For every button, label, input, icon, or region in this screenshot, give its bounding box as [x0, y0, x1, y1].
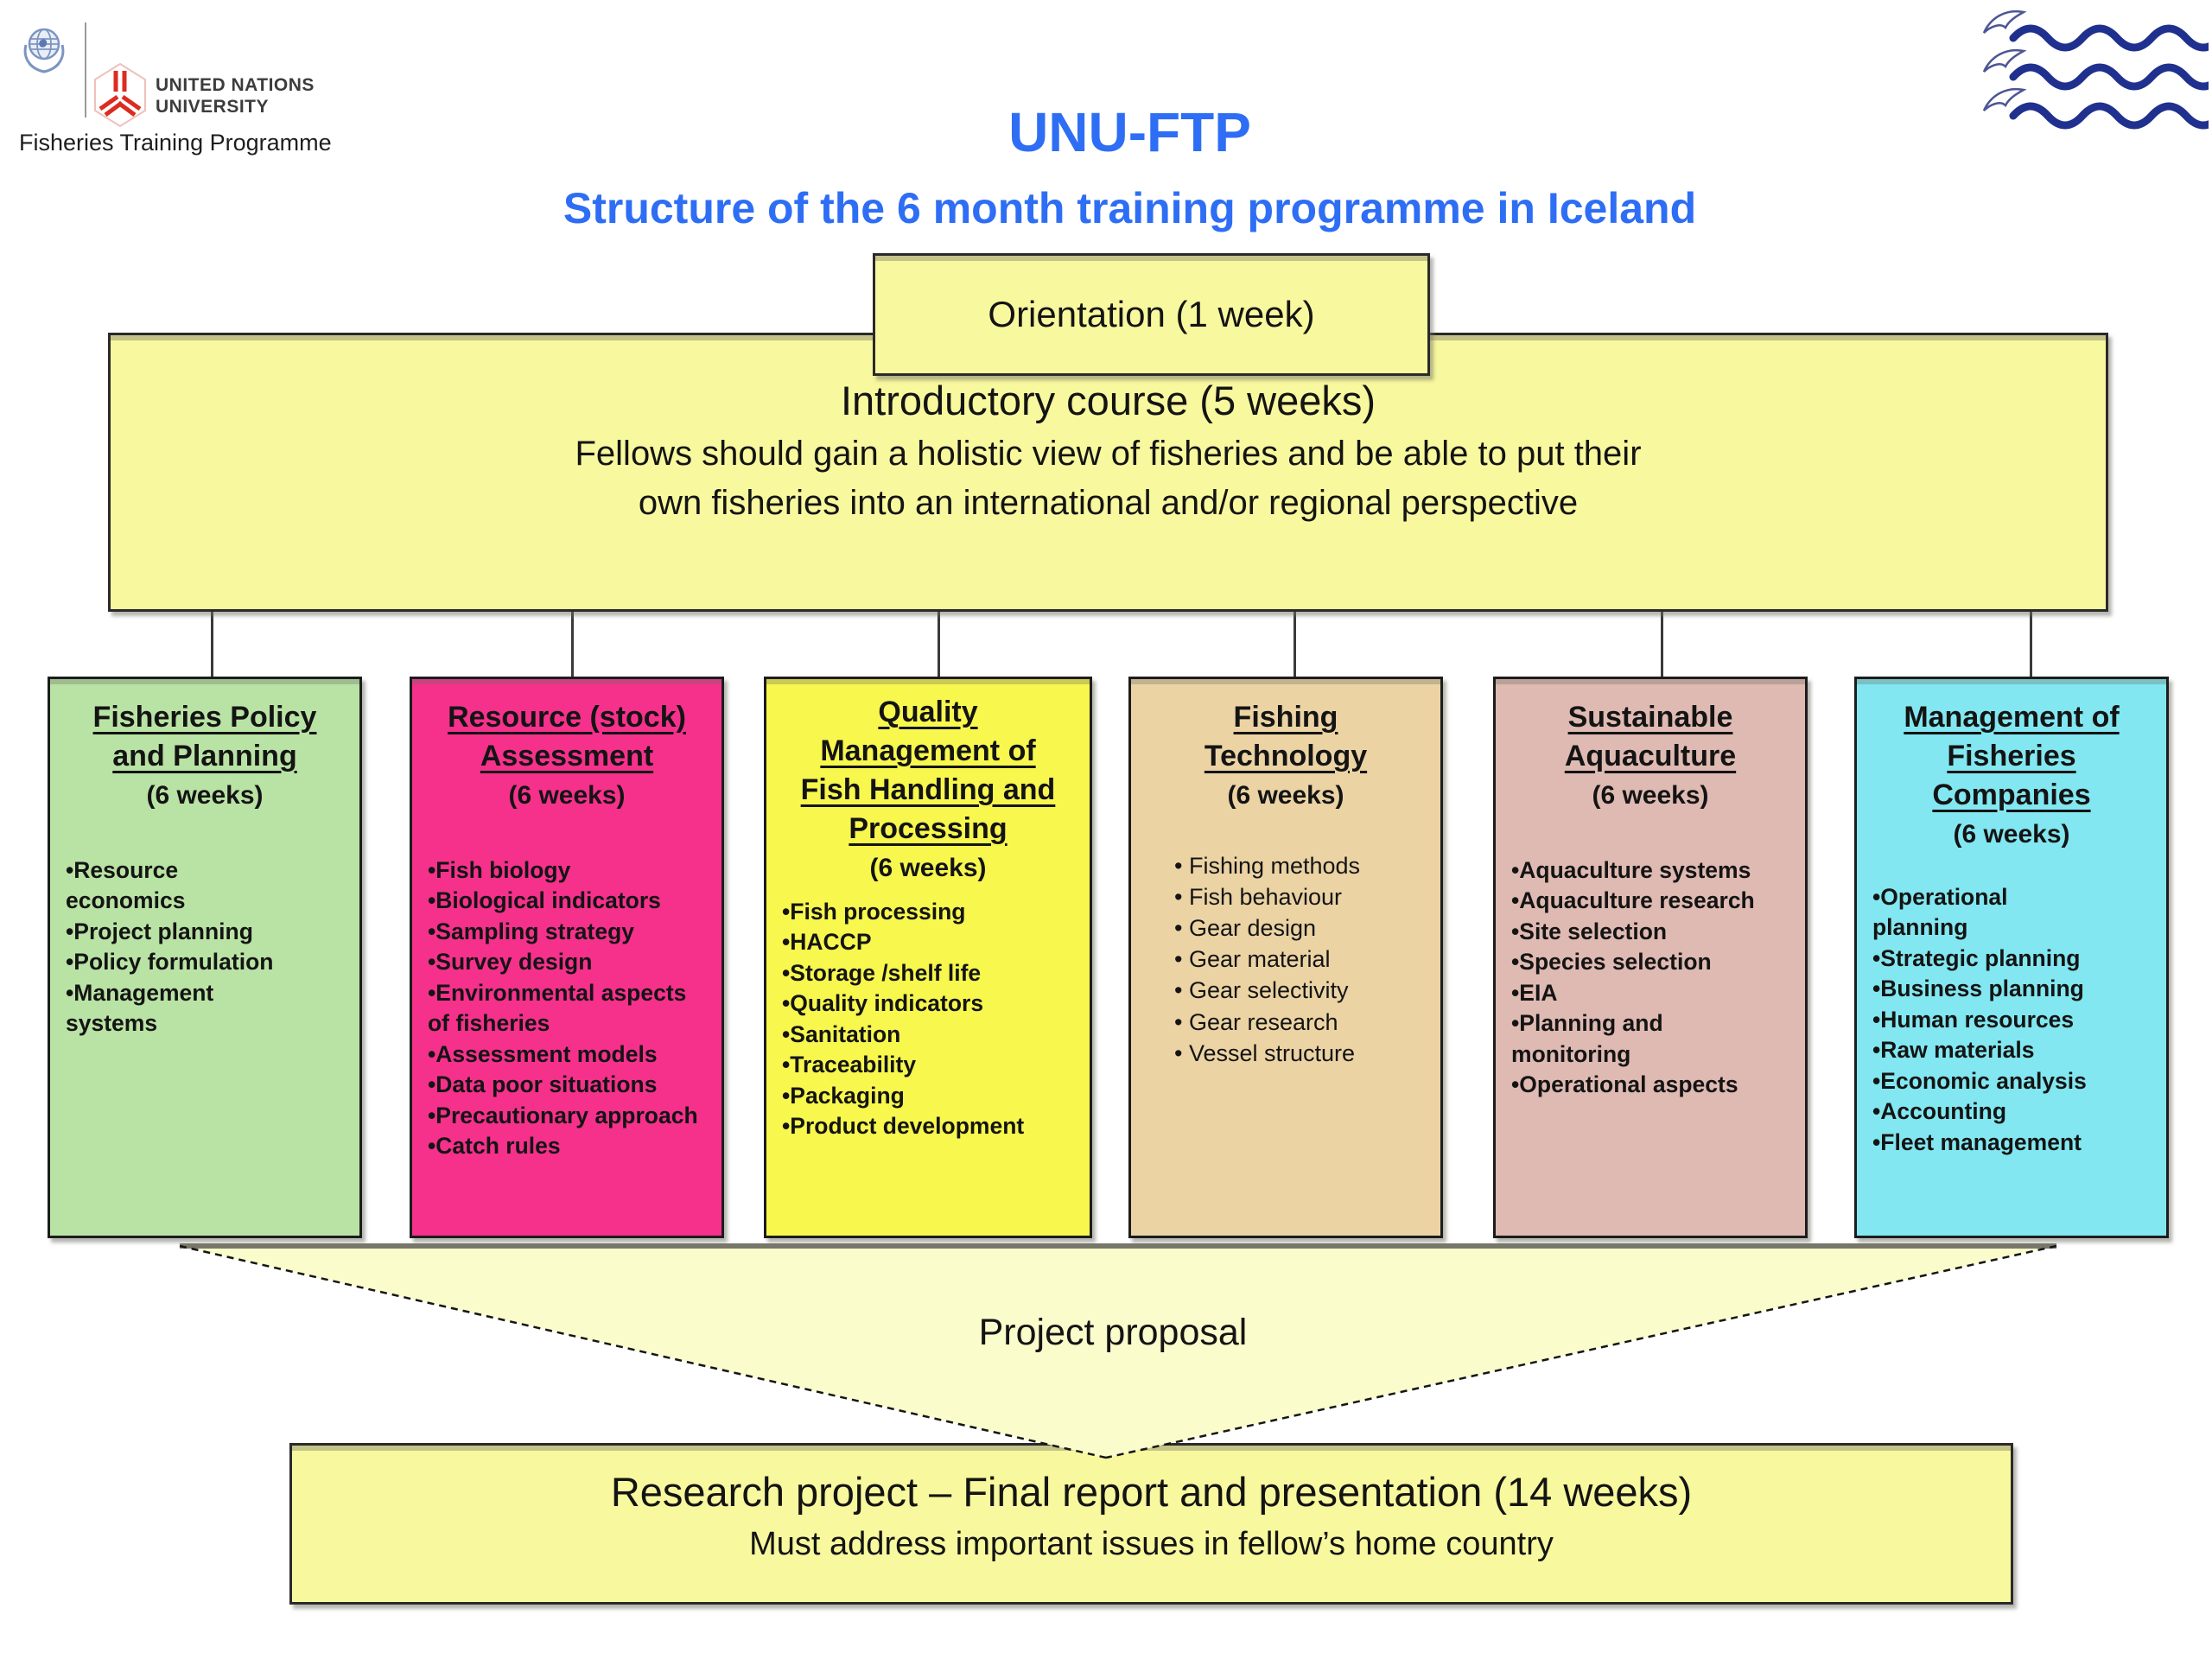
programme-label: Fisheries Training Programme: [19, 130, 332, 156]
course-topic: •Aquaculture research: [1511, 887, 1755, 914]
course-topic: •Planning and monitoring: [1511, 1010, 1663, 1067]
course-topic: •Business planning: [1872, 976, 2084, 1002]
course-topic: •Aquaculture systems: [1511, 856, 1751, 883]
course-topic: •Accounting: [1872, 1098, 2007, 1125]
course-topic: •Policy formulation: [66, 949, 274, 976]
course-topic: • Fishing methods: [1174, 852, 1361, 879]
course-topic: •Data poor situations: [428, 1071, 658, 1098]
course-topic: •Operational planning: [1872, 883, 2008, 941]
course-topics-list: •Fish biology •Biological indicators •Samp…: [421, 855, 713, 1162]
course-duration: (6 weeks): [146, 780, 264, 810]
course-topic: •Raw materials: [1872, 1037, 2035, 1064]
course-topic: •EIA: [1511, 979, 1558, 1006]
connector-line: [938, 610, 940, 679]
course-topic: •Fleet management: [1872, 1128, 2082, 1155]
course-topic: •Sampling strategy: [428, 918, 635, 944]
course-topics-list: •Operational planning •Strategic planning…: [1866, 882, 2158, 1159]
ftp-waves-icon: [1977, 10, 2209, 135]
intro-description-line: own fisheries into an international and/…: [638, 484, 1579, 522]
orientation-box: Orientation (1 week): [873, 253, 1430, 376]
connector-line: [571, 610, 574, 679]
course-title: Resource (stock) Assessment: [448, 701, 686, 772]
connector-line: [2030, 610, 2032, 679]
course-duration: (6 weeks): [1953, 819, 2070, 849]
course-topic: •Environmental aspects of fisheries: [428, 979, 687, 1037]
research-project-box: Research project – Final report and pres…: [289, 1443, 2013, 1605]
course-topics-list: •Fish processing •HACCP •Storage /shelf li…: [775, 897, 1081, 1142]
course-topic: •Management systems: [66, 979, 214, 1037]
course-topic: •Project planning: [66, 918, 253, 944]
course-title: Management of Fisheries Companies: [1904, 701, 2120, 811]
research-title: Research project – Final report and pres…: [610, 1469, 1693, 1515]
orientation-label: Orientation (1 week): [988, 294, 1315, 334]
intro-title: Introductory course (5 weeks): [840, 378, 1376, 423]
course-topic: •Biological indicators: [428, 887, 661, 914]
logo-divider: [85, 22, 86, 118]
course-box-management-of-fisheries-companies: Management of Fisheries Companies (6 week…: [1854, 677, 2169, 1238]
course-duration: (6 weeks): [1592, 780, 1709, 810]
course-topic: •Human resources: [1872, 1006, 2075, 1033]
course-topic: •Storage /shelf life: [782, 959, 982, 986]
unu-logo-icon: [94, 62, 146, 128]
project-proposal-funnel: Project proposal: [179, 1243, 2057, 1459]
course-topic: •Assessment models: [428, 1040, 658, 1067]
course-duration: (6 weeks): [869, 853, 987, 882]
course-topic: •Resource economics: [66, 856, 186, 914]
course-title: Quality Management of Fish Handling and …: [800, 696, 1056, 845]
project-proposal-label: Project proposal: [979, 1312, 1248, 1353]
course-topic: • Vessel structure: [1174, 1039, 1356, 1066]
course-topic: • Gear research: [1174, 1008, 1338, 1035]
un-emblem-icon: [23, 28, 65, 73]
course-box-sustainable-aquaculture: Sustainable Aquaculture (6 weeks) •Aquacul…: [1493, 677, 1808, 1238]
course-topic: •Fish biology: [428, 856, 571, 883]
connector-line: [1661, 610, 1663, 679]
course-topic: •Sanitation: [782, 1020, 901, 1047]
course-topics-list: •Resource economics •Project planning •Pol…: [59, 855, 351, 1039]
course-topic: •Operational aspects: [1511, 1071, 1738, 1098]
course-topic: •Precautionary approach: [428, 1102, 698, 1128]
course-topic: •Site selection: [1511, 918, 1668, 944]
course-topics-list: • Fishing methods • Fish behaviour • Gear …: [1140, 850, 1432, 1069]
course-duration: (6 weeks): [508, 780, 626, 810]
connector-line: [1294, 610, 1296, 679]
course-box-quality-management-of-fish-handling-and-processing: Quality Management of Fish Handling and …: [764, 677, 1092, 1238]
course-topic: •Fish processing: [782, 898, 966, 925]
course-box-resource-stock-assessment: Resource (stock) Assessment (6 weeks) •Fis…: [410, 677, 724, 1238]
org-name-line2: UNIVERSITY: [156, 97, 270, 117]
page-title: UNU-FTP: [1008, 101, 1251, 163]
research-subtitle: Must address important issues in fellow’…: [749, 1526, 1554, 1562]
course-box-fishing-technology: Fishing Technology (6 weeks) • Fishing met…: [1128, 677, 1443, 1238]
course-duration: (6 weeks): [1227, 780, 1344, 810]
course-topic: •Species selection: [1511, 949, 1712, 976]
course-title: Sustainable Aquaculture: [1564, 701, 1737, 772]
intro-description-line: Fellows should gain a holistic view of f…: [575, 435, 1642, 473]
org-name: UNITED NATIONS UNIVERSITY: [156, 74, 315, 118]
course-topic: • Gear design: [1174, 915, 1317, 942]
course-topic: •Quality indicators: [782, 990, 984, 1016]
course-box-fisheries-policy-and-planning: Fisheries Policy and Planning (6 weeks) •R…: [48, 677, 362, 1238]
course-topic: •Catch rules: [428, 1133, 561, 1160]
course-topic: •Product development: [782, 1113, 1025, 1139]
course-topic: •HACCP: [782, 929, 872, 955]
course-topic: • Gear material: [1174, 946, 1331, 973]
course-title: Fisheries Policy and Planning: [92, 701, 317, 772]
course-topic: • Fish behaviour: [1174, 883, 1343, 910]
course-topic: •Economic analysis: [1872, 1067, 2087, 1094]
course-title: Fishing Technology: [1204, 701, 1368, 772]
header-logo-block: UNITED NATIONS UNIVERSITY Fisheries Trai…: [9, 9, 372, 156]
course-topic: •Strategic planning: [1872, 944, 2081, 971]
connector-line: [211, 610, 213, 679]
course-topic: • Gear selectivity: [1174, 977, 1349, 1004]
page-subtitle: Structure of the 6 month training progra…: [563, 184, 1697, 232]
course-topic: •Traceability: [782, 1052, 917, 1077]
course-topics-list: •Aquaculture systems •Aquaculture researc…: [1504, 855, 1796, 1101]
org-name-line1: UNITED NATIONS: [156, 75, 315, 95]
course-topic: •Packaging: [782, 1082, 905, 1109]
course-topic: •Survey design: [428, 949, 593, 976]
introductory-course-box: Introductory course (5 weeks) Fellows sh…: [108, 333, 2108, 612]
